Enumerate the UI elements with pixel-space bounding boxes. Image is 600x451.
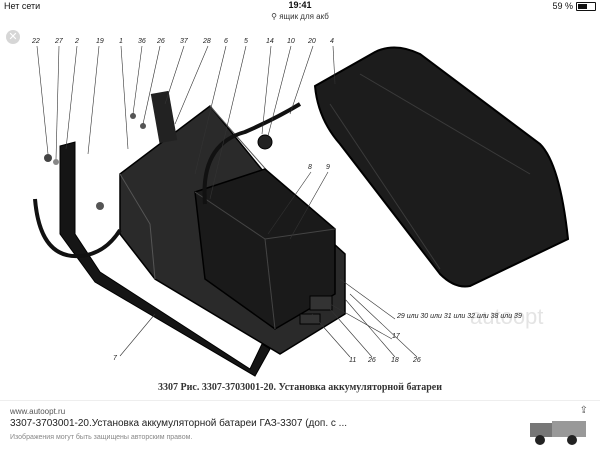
result-title[interactable]: 3307-3703001-20.Установка аккумуляторной… bbox=[10, 418, 348, 429]
callout-4: 4 bbox=[330, 38, 334, 45]
positive-cable bbox=[202, 102, 302, 205]
figure-caption: 3307 Рис. 3307-3703001-20. Установка акк… bbox=[158, 382, 442, 393]
callout-37: 37 bbox=[180, 38, 188, 45]
copyright-note: Изображения могут быть защищены авторски… bbox=[10, 434, 193, 441]
battery-indicator: 59 % bbox=[552, 1, 596, 11]
callout-1: 1 bbox=[119, 38, 123, 45]
callout-5: 5 bbox=[244, 38, 248, 45]
callout-20: 20 bbox=[308, 38, 316, 45]
callout-19: 19 bbox=[96, 38, 104, 45]
callout-26-bottom-b: 26 bbox=[413, 357, 421, 364]
ground-cable bbox=[33, 198, 122, 259]
callout-2: 2 bbox=[75, 38, 79, 45]
close-button[interactable]: ✕ bbox=[6, 30, 20, 44]
status-bar: Нет сети 19:41 59 % bbox=[0, 0, 600, 12]
search-icon: ⚲ bbox=[271, 12, 277, 21]
callout-8: 8 bbox=[308, 164, 312, 171]
battery-percent: 59 % bbox=[552, 1, 573, 11]
share-button[interactable]: ⇪ bbox=[580, 405, 588, 416]
status-time: 19:41 bbox=[288, 0, 312, 10]
callout-27: 27 bbox=[55, 38, 63, 45]
truck-thumbnail[interactable] bbox=[524, 415, 592, 449]
battery-icon bbox=[576, 1, 596, 11]
battery-fill bbox=[578, 3, 588, 9]
callout-14: 14 bbox=[266, 38, 274, 45]
close-icon: ✕ bbox=[8, 31, 18, 43]
image-viewer[interactable]: ✕ bbox=[0, 24, 600, 400]
battery-box-lid bbox=[313, 46, 570, 288]
carrier-label: Нет сети bbox=[4, 1, 41, 11]
callout-18: 18 bbox=[391, 357, 399, 364]
callout-22: 22 bbox=[32, 38, 40, 45]
search-query-bar[interactable]: ⚲ ящик для акб bbox=[0, 12, 600, 24]
callout-6: 6 bbox=[224, 38, 228, 45]
search-query-text: ящик для акб bbox=[279, 12, 329, 21]
watermark-logo: autoopt bbox=[470, 304, 543, 329]
callout-29-39: 29 или 30 или 31 или 32 или 38 или 39 bbox=[397, 313, 522, 320]
truck-cab bbox=[530, 423, 552, 437]
callout-17: 17 bbox=[392, 333, 400, 340]
result-source[interactable]: www.autoopt.ru bbox=[10, 407, 66, 416]
result-info-panel[interactable]: www.autoopt.ru 3307-3703001-20.Установка… bbox=[0, 400, 600, 451]
callout-28: 28 bbox=[203, 38, 211, 45]
share-icon: ⇪ bbox=[579, 405, 588, 416]
battery bbox=[194, 168, 336, 330]
callout-26-bottom-a: 26 bbox=[368, 357, 376, 364]
callout-36: 36 bbox=[138, 38, 146, 45]
callout-26-top: 26 bbox=[157, 38, 165, 45]
truck-body bbox=[552, 421, 586, 437]
callout-9: 9 bbox=[326, 164, 330, 171]
callout-7: 7 bbox=[113, 355, 117, 362]
callout-11: 11 bbox=[349, 357, 357, 364]
battery-box-drawing: autoopt bbox=[33, 45, 570, 377]
callout-10: 10 bbox=[287, 38, 295, 45]
